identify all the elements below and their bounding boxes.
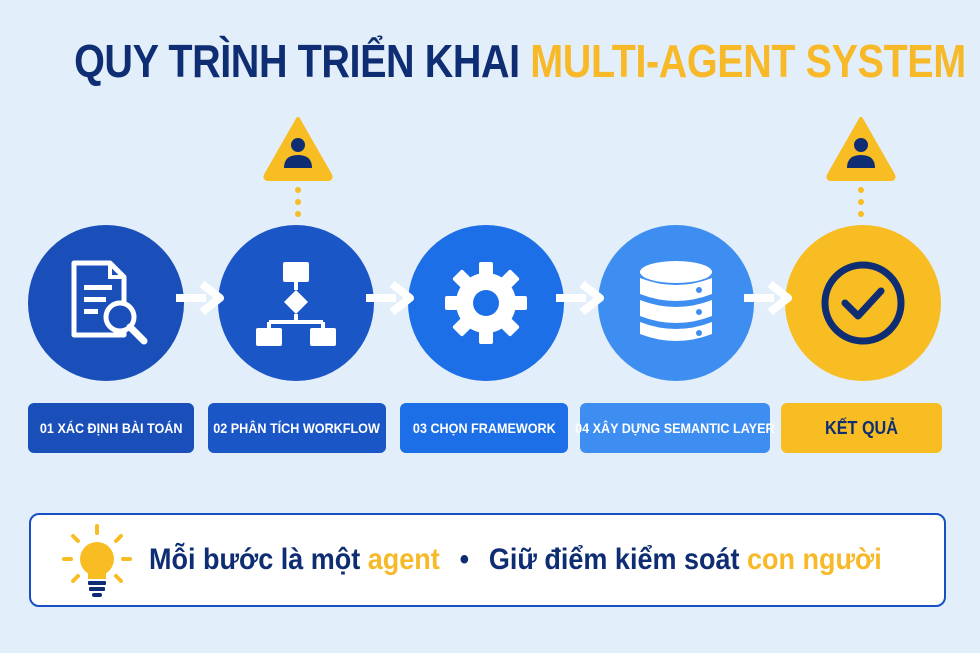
checkpoint-connector xyxy=(858,187,864,217)
banner-text: Mỗi bước là một agent • Giữ điểm kiểm so… xyxy=(149,543,882,576)
step-1-circle xyxy=(28,225,184,381)
workflow-icon xyxy=(256,262,336,346)
step-3-label: 03 CHỌN FRAMEWORK xyxy=(400,403,568,453)
human-checkpoint-icon xyxy=(826,117,896,181)
arrow-right-icon xyxy=(176,280,224,316)
lightbulb-icon xyxy=(62,524,132,597)
tip-banner: Mỗi bước là một agent • Giữ điểm kiểm so… xyxy=(29,513,946,607)
step-4-circle xyxy=(598,225,754,381)
result-circle xyxy=(785,225,941,381)
step-2-circle xyxy=(218,225,374,381)
human-checkpoint-icon xyxy=(263,117,333,181)
check-circle-icon xyxy=(821,261,905,345)
banner-highlight-human: con người xyxy=(746,543,882,576)
database-icon xyxy=(640,261,712,341)
banner-highlight-agent: agent xyxy=(367,543,440,576)
step-3-circle xyxy=(408,225,564,381)
step-2-label: 02 PHÂN TÍCH WORKFLOW xyxy=(208,403,386,453)
arrow-right-icon xyxy=(366,280,414,316)
title-part-2: MULTI-AGENT SYSTEM xyxy=(530,35,966,87)
checkpoint-connector xyxy=(295,187,301,217)
document-search-icon xyxy=(71,260,148,345)
gear-icon xyxy=(445,262,527,344)
arrow-right-icon xyxy=(744,280,792,316)
page-title: QUY TRÌNH TRIỂN KHAI MULTI-AGENT SYSTEM xyxy=(74,34,966,88)
step-1-label: 01 XÁC ĐỊNH BÀI TOÁN xyxy=(28,403,194,453)
banner-separator: • xyxy=(459,543,470,576)
result-label: KẾT QUẢ xyxy=(781,403,942,453)
arrow-right-icon xyxy=(556,280,604,316)
step-4-label: 04 XÂY DỰNG SEMANTIC LAYER xyxy=(575,403,775,453)
title-part-1: QUY TRÌNH TRIỂN KHAI xyxy=(74,35,520,87)
